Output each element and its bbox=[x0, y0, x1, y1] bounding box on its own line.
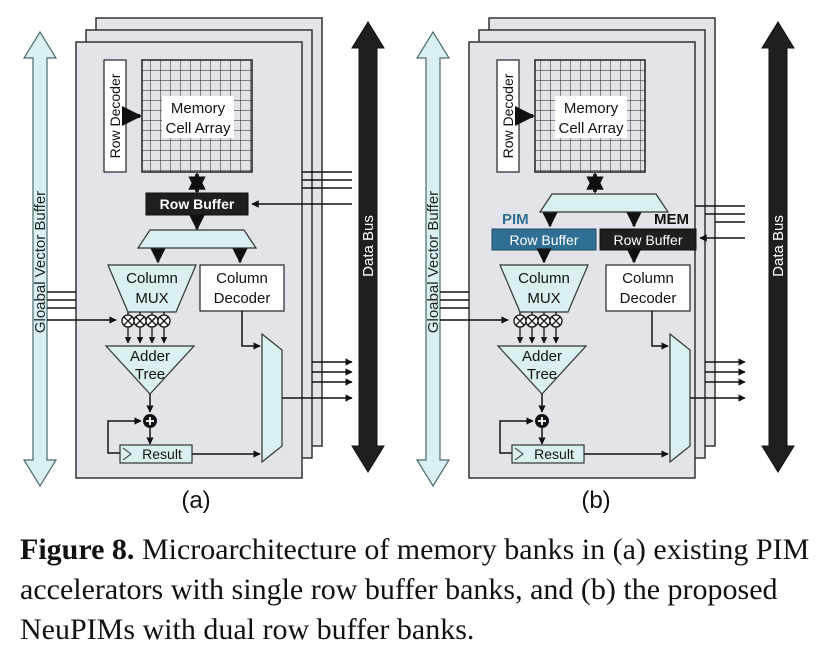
adder-tree bbox=[104, 345, 196, 395]
output-mux bbox=[261, 332, 283, 464]
global-vector-buffer-arrow bbox=[415, 30, 451, 488]
global-vector-buffer-label: Gloabal Vector Buffer bbox=[425, 191, 442, 333]
adder-tree-label-2: Tree bbox=[135, 366, 165, 383]
column-mux-label-1: Column bbox=[126, 270, 178, 287]
mem-row-buffer-label: Row Buffer bbox=[614, 232, 683, 248]
memory-cell-array-label-2: Cell Array bbox=[165, 120, 231, 137]
multiplier-row bbox=[513, 312, 563, 344]
column-decoder-label-1: Column bbox=[622, 270, 674, 287]
panel-label: (b) bbox=[581, 487, 610, 514]
adder-tree bbox=[496, 345, 588, 395]
result-label: Result bbox=[534, 446, 574, 462]
panel-a: Gloabal Vector Buffer Row Decoder Memory… bbox=[22, 17, 385, 514]
adder-tree-label-1: Adder bbox=[522, 348, 562, 365]
global-vector-buffer-label: Gloabal Vector Buffer bbox=[32, 191, 49, 333]
adder-tree-label-2: Tree bbox=[527, 366, 557, 383]
output-mux bbox=[669, 332, 691, 464]
column-mux-label-1: Column bbox=[518, 270, 570, 287]
memory-cell-array-label-1: Memory bbox=[564, 100, 619, 117]
adder-tree-label-1: Adder bbox=[130, 348, 170, 365]
data-bus-label: Data Bus bbox=[360, 215, 377, 277]
column-decoder-label-2: Decoder bbox=[620, 290, 677, 307]
row-buffer-label: Row Buffer bbox=[160, 196, 235, 212]
column-mux bbox=[499, 264, 589, 313]
result-label: Result bbox=[142, 446, 182, 462]
data-bus-label: Data Bus bbox=[770, 215, 787, 277]
column-decoder-label-1: Column bbox=[216, 270, 268, 287]
figure-caption-label: Figure 8. bbox=[20, 533, 135, 566]
memory-cell-array-label-1: Memory bbox=[171, 100, 226, 117]
column-mux bbox=[107, 264, 197, 313]
memory-bank-diagram: Gloabal Vector Buffer Row Decoder Memory… bbox=[22, 17, 795, 514]
data-bus-arrow bbox=[761, 21, 795, 473]
row-decoder-label: Row Decoder bbox=[500, 73, 516, 158]
mem-row-buffer bbox=[599, 228, 697, 251]
global-vector-buffer-arrow bbox=[22, 30, 58, 488]
figure-caption: Figure 8. Microarchitecture of memory ba… bbox=[20, 530, 820, 650]
mem-tag: MEM bbox=[654, 211, 689, 228]
panel-label: (a) bbox=[181, 487, 210, 514]
figure-caption-text: Microarchitecture of memory banks in (a)… bbox=[20, 533, 810, 646]
column-decoder bbox=[605, 264, 691, 312]
data-bus-arrow bbox=[351, 21, 385, 473]
multiplier-row bbox=[121, 312, 171, 344]
row-decoder-label: Row Decoder bbox=[107, 73, 123, 158]
memory-cell-array-label-2: Cell Array bbox=[558, 120, 624, 137]
column-decoder bbox=[199, 264, 285, 312]
panel-b: Gloabal Vector Buffer Row Decoder Memory… bbox=[415, 17, 795, 514]
column-mux-label-2: MUX bbox=[527, 290, 560, 307]
column-mux-label-2: MUX bbox=[135, 290, 168, 307]
pim-row-buffer-label: Row Buffer bbox=[510, 232, 579, 248]
column-decoder-label-2: Decoder bbox=[214, 290, 271, 307]
pim-tag: PIM bbox=[502, 211, 529, 228]
